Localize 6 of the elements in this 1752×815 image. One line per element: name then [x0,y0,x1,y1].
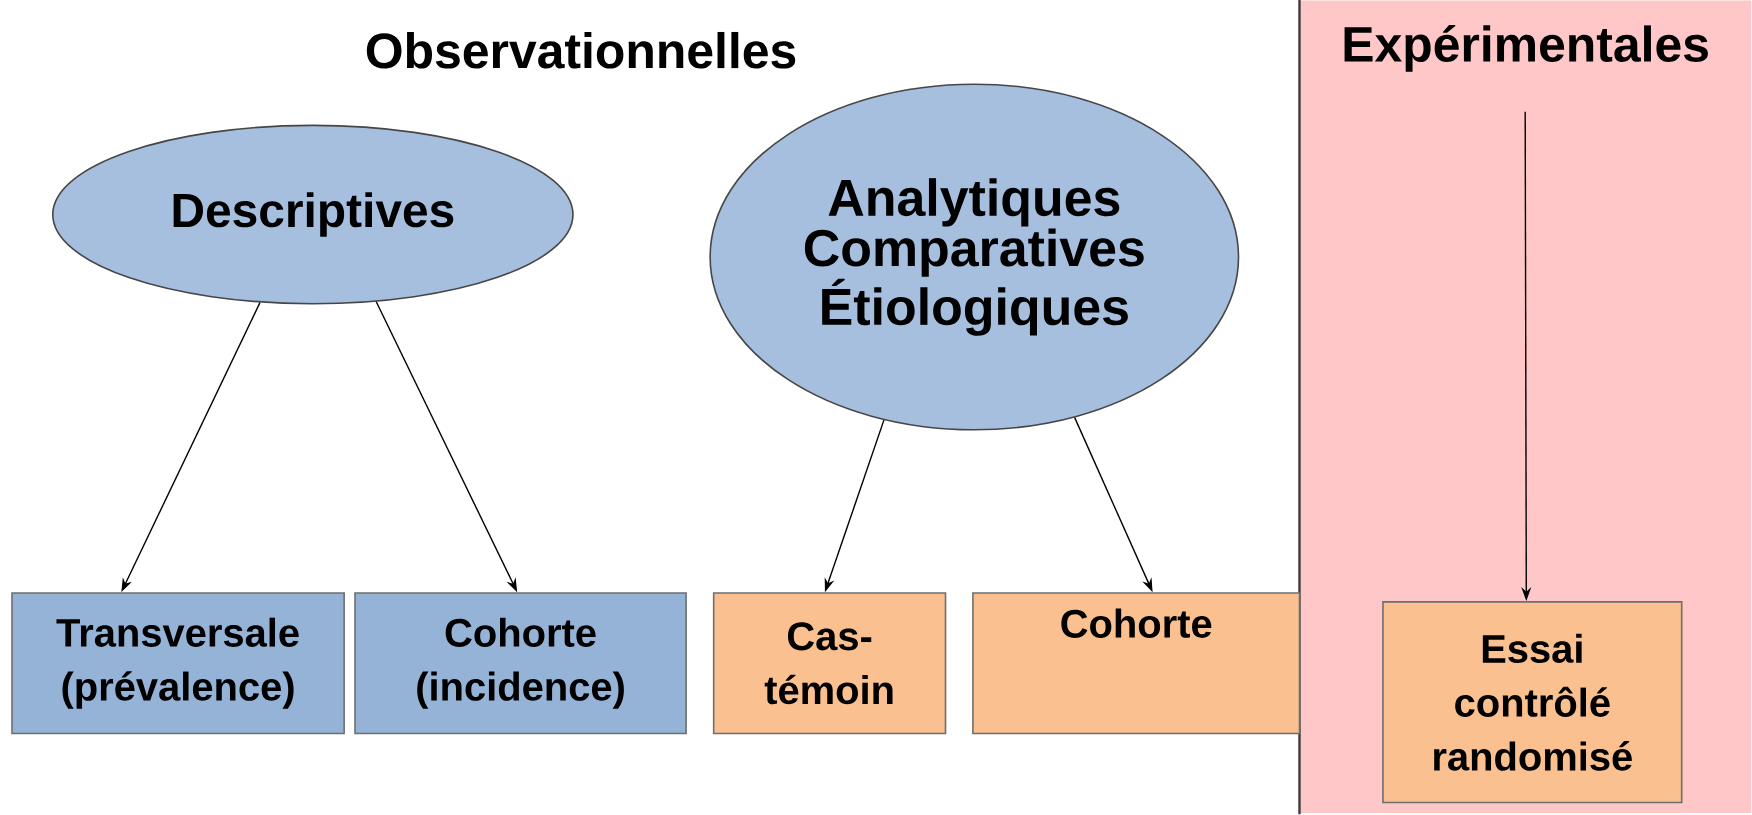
study-box: Cohorte [972,592,1301,735]
study-box: Transversale (prévalence) [11,592,345,735]
study-box: Essai contrôlé randomisé [1382,601,1683,804]
study-box: Cohorte (incidence) [354,592,687,735]
title: Observationnelles [366,32,796,69]
study-box: Cas-témoin [712,592,947,735]
